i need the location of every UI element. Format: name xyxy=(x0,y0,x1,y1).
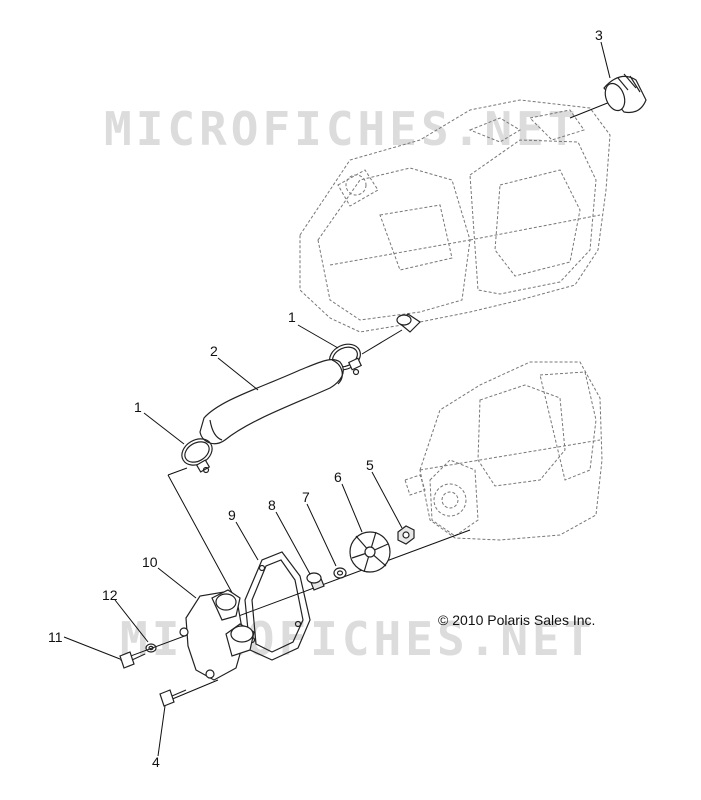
callout-8: 8 xyxy=(268,497,276,513)
callout-4: 4 xyxy=(152,754,160,770)
callout-1-upper: 1 xyxy=(288,309,296,325)
part-6-impeller xyxy=(349,531,391,573)
callout-6: 6 xyxy=(334,469,342,485)
part-5-nut xyxy=(397,525,415,545)
callout-9: 9 xyxy=(228,507,236,523)
callout-7: 7 xyxy=(302,489,310,505)
part-7-washer xyxy=(333,567,347,579)
part-8-seal xyxy=(306,572,325,591)
part-1-lower-clamp xyxy=(181,438,213,474)
part-2-coolant-hose xyxy=(199,358,344,445)
callout-5: 5 xyxy=(366,457,374,473)
callout-2: 2 xyxy=(210,343,218,359)
part-9-gasket xyxy=(244,551,311,661)
callout-3: 3 xyxy=(595,27,603,43)
copyright-notice: © 2010 Polaris Sales Inc. xyxy=(438,612,596,628)
part-10-pump-cover xyxy=(179,589,255,681)
part-12-washer xyxy=(145,643,157,653)
callout-leaders xyxy=(63,41,611,757)
engine-head-outline xyxy=(299,99,611,333)
part-3-plug xyxy=(603,73,647,114)
part-4-bolt xyxy=(159,689,187,707)
callout-11: 11 xyxy=(48,629,63,645)
callout-10: 10 xyxy=(142,554,158,570)
callout-12: 12 xyxy=(102,587,118,603)
watermark-top: MICROFICHES.NET xyxy=(104,102,580,156)
callout-1-lower: 1 xyxy=(134,399,142,415)
part-11-bolt xyxy=(119,651,146,669)
head-outlet-nipple xyxy=(396,313,421,333)
engine-crankcase-outline xyxy=(404,361,603,541)
assembly-axis-lines xyxy=(119,95,626,701)
